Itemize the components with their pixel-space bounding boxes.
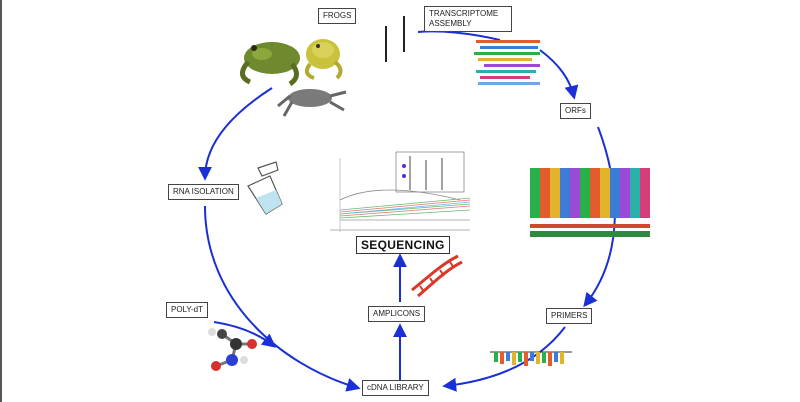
left-edge-border (0, 0, 2, 402)
break-mark (385, 16, 405, 62)
poly-dt-label: POLY-dT (166, 302, 209, 318)
frogs-image (240, 39, 347, 117)
arrow-polydt-to-cdna (213, 321, 277, 348)
transcriptome-alignment-image (474, 40, 540, 85)
tube-icon (247, 161, 283, 215)
orf-alignment-image (530, 168, 650, 237)
dna-helix-icon (411, 254, 463, 298)
amplicons-label: AMPLICONS (368, 306, 426, 322)
arrow-rna-to-cdna (204, 205, 361, 392)
rna-isolation-label: RNA ISOLATION (168, 184, 239, 200)
frogs-label: FROGS (318, 8, 357, 24)
arrow-transcriptome-to-orfs (539, 49, 579, 100)
sequencing-chromatogram-image (330, 151, 471, 232)
arrow-primers-to-cdna (442, 326, 566, 392)
cdna-library-label: cDNA LIBRARY (362, 380, 429, 396)
sequencing-title: SEQUENCING (356, 236, 450, 254)
transcriptome-label: TRANSCRIPTOME ASSEMBLY (424, 6, 512, 32)
orfs-label: ORFs (560, 103, 591, 119)
arrow-frogs-to-transcriptome (417, 30, 501, 41)
arrow-orfs-to-primers (583, 126, 616, 308)
primer-logo-image (490, 351, 572, 366)
poly-dt-molecule-image (208, 328, 257, 371)
primers-label: PRIMERS (546, 308, 593, 324)
arrow-frogs-to-rna (198, 87, 273, 181)
